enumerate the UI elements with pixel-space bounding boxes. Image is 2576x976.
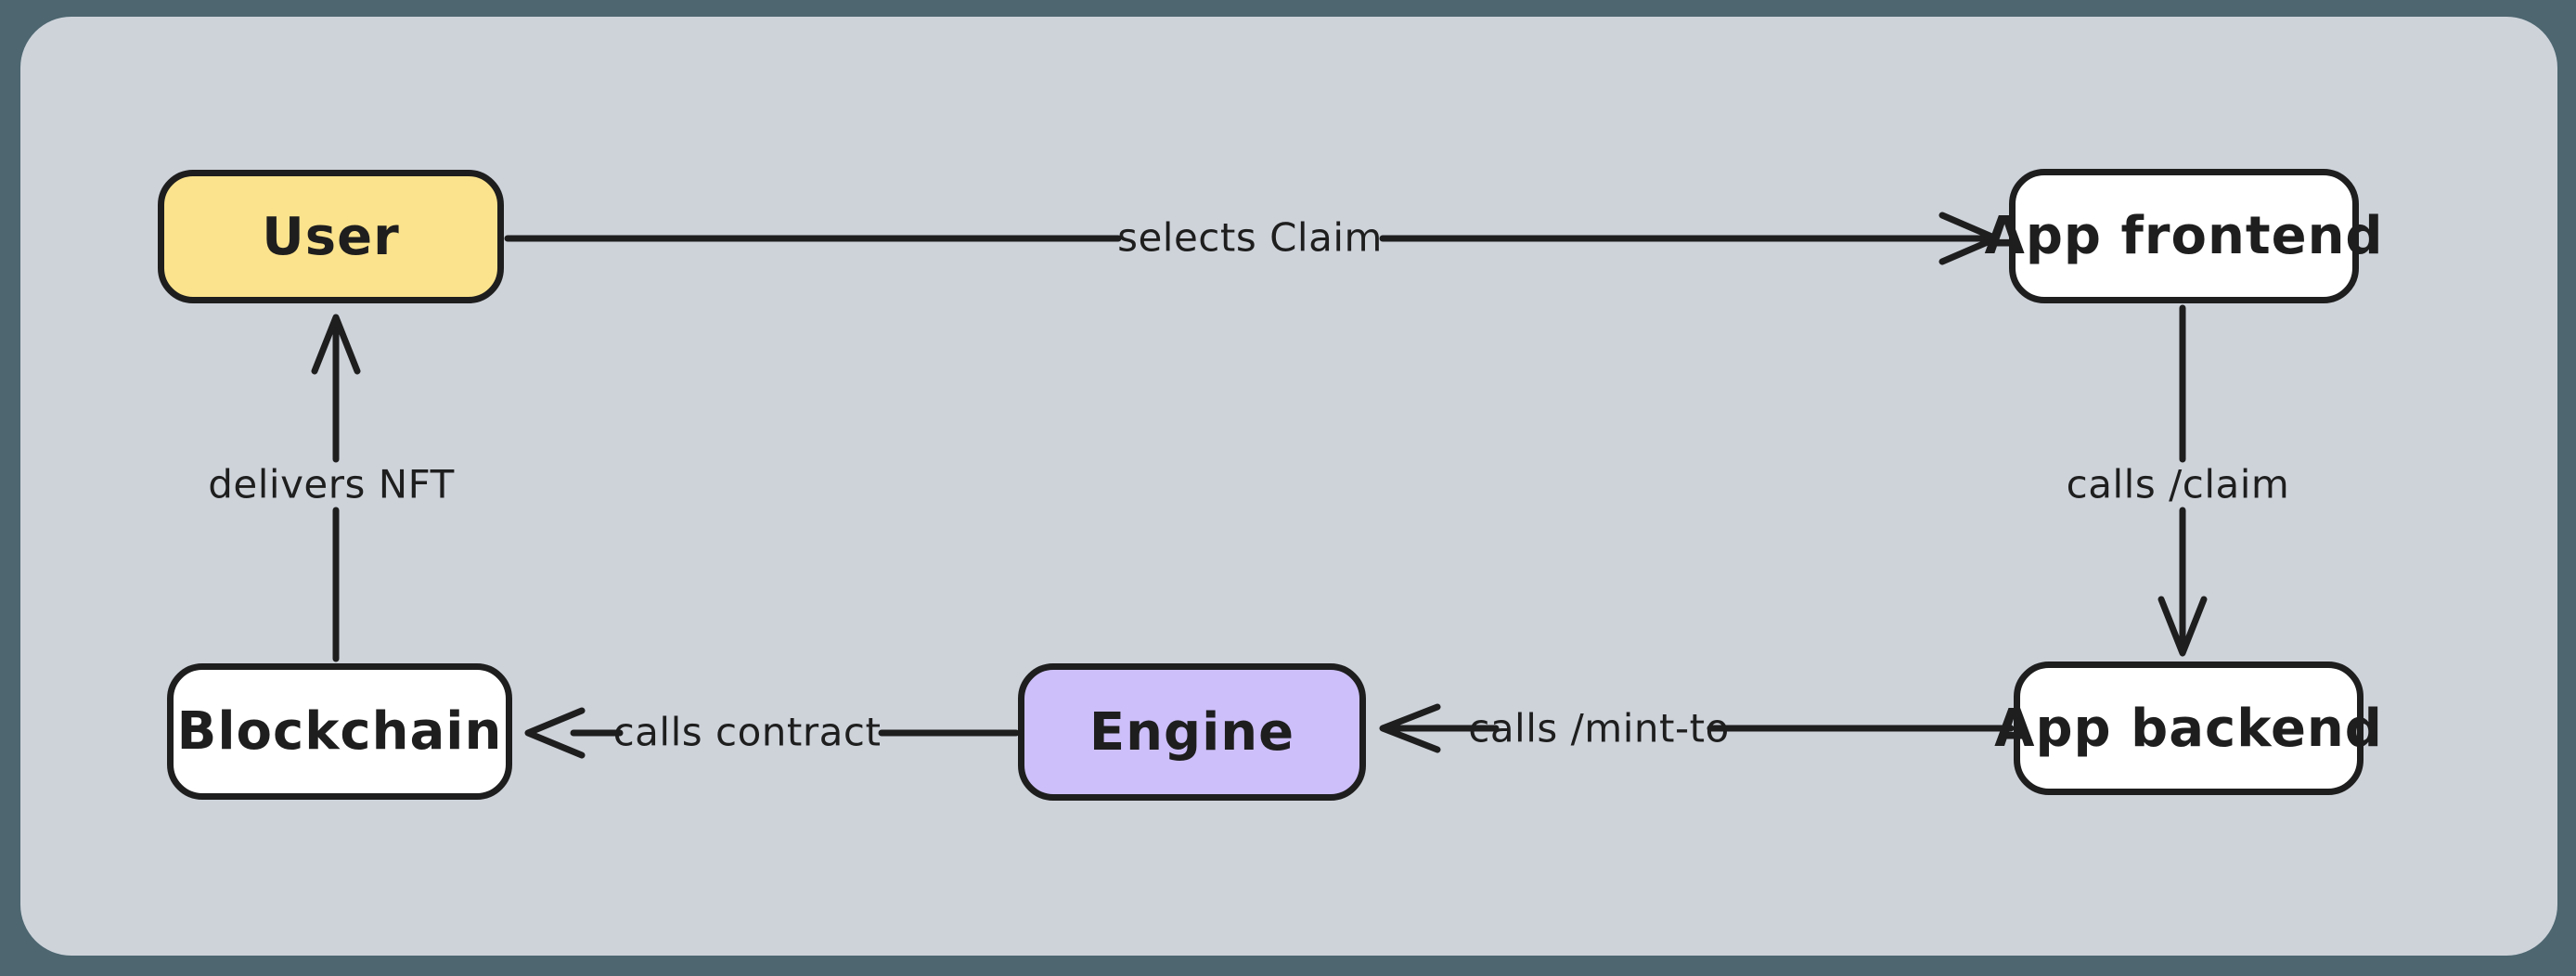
edge-label-calls-claim: calls /claim xyxy=(2066,461,2290,507)
node-user: User xyxy=(158,170,504,303)
node-user-label: User xyxy=(262,206,400,267)
node-engine-label: Engine xyxy=(1088,701,1295,763)
node-app-backend-label: App backend xyxy=(1994,698,2383,759)
edge-label-calls-mint-to: calls /mint-to xyxy=(1468,705,1730,751)
edge-label-selects-claim: selects Claim xyxy=(1117,214,1383,261)
edge-label-calls-contract: calls contract xyxy=(612,709,882,755)
node-app-frontend-label: App frontend xyxy=(1984,206,2384,266)
edge-label-delivers-nft: delivers NFT xyxy=(208,461,455,507)
node-app-frontend: App frontend xyxy=(1984,169,2383,303)
node-blockchain-label: Blockchain xyxy=(176,701,503,762)
node-app-backend: App backend xyxy=(1994,661,2382,795)
node-blockchain: Blockchain xyxy=(167,663,512,800)
node-engine: Engine xyxy=(1018,663,1366,801)
